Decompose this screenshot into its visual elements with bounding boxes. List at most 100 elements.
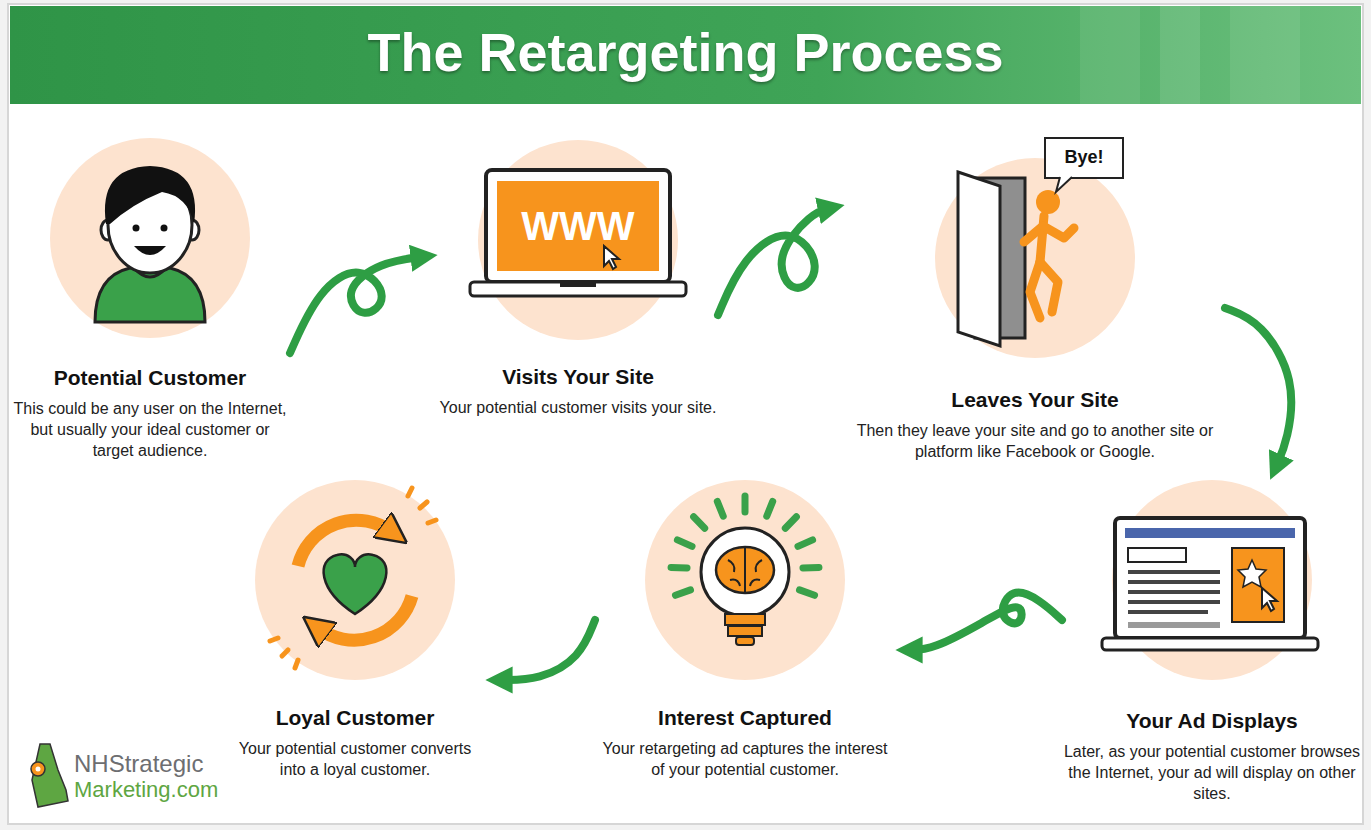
- laptop-icon: [470, 140, 686, 340]
- laptop-icon-part: [478, 140, 678, 340]
- speech-bubble-text: Bye!: [1045, 147, 1123, 168]
- loyalty-cycle-icon-part: [255, 480, 455, 680]
- light-ray: [742, 496, 749, 512]
- loyalty-cycle-icon-part-part: [295, 660, 298, 668]
- loyalty-cycle-icon-part-part: [408, 488, 412, 496]
- process-step: Loyal CustomerYour potential customer co…: [225, 480, 485, 780]
- exit-door-icon-part: [1036, 190, 1060, 214]
- curly-arrow: [1225, 308, 1291, 467]
- exit-door-icon-part-part: [1043, 226, 1074, 238]
- person-icon-part: [161, 225, 168, 232]
- ad-laptop-icon-part: [1262, 588, 1277, 611]
- ad-laptop-icon: [1102, 480, 1318, 680]
- step-heading: Visits Your Site: [438, 364, 718, 389]
- exit-door-icon-part: [1024, 216, 1074, 318]
- light-ray: [671, 564, 687, 572]
- laptop-icon-part: [486, 170, 670, 282]
- exit-door-icon-part: [935, 158, 1135, 358]
- loyalty-cycle-icon-part-part: [282, 650, 288, 656]
- curly-arrow: [290, 257, 424, 353]
- ad-laptop-icon-part: [1238, 560, 1266, 587]
- light-ray: [677, 540, 692, 547]
- step-description: Then they leave your site and go to anot…: [845, 420, 1225, 462]
- step-description: Later, as your potential customer browse…: [1062, 741, 1362, 804]
- company-logo-part: [36, 767, 41, 772]
- person-icon-part: [133, 225, 140, 232]
- loyalty-cycle-icon: [255, 480, 455, 680]
- step-heading: Your Ad Displays: [1062, 708, 1362, 733]
- ad-laptop-icon-part: [1128, 580, 1220, 584]
- person-icon-part: [95, 268, 205, 322]
- ad-laptop-icon-part: [1128, 622, 1220, 628]
- ad-laptop-icon-part: [1128, 590, 1220, 594]
- exit-door-icon-part: [958, 172, 1000, 346]
- step-heading: Potential Customer: [10, 365, 290, 390]
- exit-door-icon-part: [1045, 138, 1123, 178]
- exit-door-icon-part-part: [1030, 262, 1040, 318]
- step-heading: Interest Captured: [595, 705, 895, 730]
- laptop-icon-part: [497, 181, 659, 271]
- title-banner-part: [1230, 6, 1300, 104]
- loyalty-cycle-icon-part: [270, 488, 436, 668]
- light-ray: [800, 590, 815, 595]
- process-step: Visits Your SiteYour potential customer …: [438, 140, 718, 418]
- diagram-title: The Retargeting Process: [0, 20, 1371, 84]
- ad-laptop-icon-part: [1128, 610, 1208, 614]
- light-ray: [803, 564, 819, 572]
- laptop-icon-part: [560, 282, 596, 287]
- logo-text: Marketing.com: [74, 777, 218, 802]
- laptop-icon-part: [470, 282, 686, 296]
- light-ray: [767, 501, 773, 516]
- person-icon-part: [134, 246, 166, 255]
- card-part: [8, 4, 1363, 824]
- step-description: Your potential customer visits your site…: [438, 397, 718, 418]
- curly-arrow: [499, 620, 595, 680]
- ad-laptop-icon-part: [1128, 548, 1186, 562]
- light-ray: [798, 540, 813, 547]
- light-ray: [785, 517, 796, 529]
- company-logo-part: [31, 762, 45, 776]
- lightbulb-icon-part: [736, 637, 754, 645]
- step-description: This could be any user on the Internet, …: [10, 398, 290, 461]
- lightbulb-icon-part: [728, 548, 762, 592]
- title-banner-part: [1080, 6, 1140, 104]
- step-description: Your potential customer converts into a …: [225, 738, 485, 780]
- ad-laptop-icon-part: [1128, 600, 1220, 604]
- company-logo-part: [32, 744, 68, 807]
- loyalty-cycle-icon-part-part: [420, 502, 427, 508]
- step-heading: Loyal Customer: [225, 705, 485, 730]
- exit-door-icon: [935, 138, 1135, 358]
- person-icon-part: [50, 138, 250, 338]
- step-heading: Leaves Your Site: [845, 387, 1225, 412]
- ad-laptop-icon-part: [1232, 548, 1284, 622]
- process-step: Leaves Your SiteThen they leave your sit…: [845, 158, 1225, 462]
- screen-text: WWW: [497, 203, 659, 249]
- process-step: Your Ad DisplaysLater, as your potential…: [1062, 480, 1362, 804]
- lightbulb-icon-part: [725, 614, 765, 625]
- curly-arrow: [718, 208, 831, 315]
- lightbulb-icon: [645, 480, 845, 680]
- ad-laptop-icon-part: [1102, 638, 1318, 650]
- lightbulb-icon-part: [701, 528, 789, 616]
- exit-door-icon-part-part: [1040, 262, 1058, 312]
- ad-laptop-icon-part: [1128, 570, 1220, 574]
- logo-text: NHStrategic: [74, 750, 203, 778]
- process-step: Potential CustomerThis could be any user…: [10, 138, 290, 461]
- laptop-icon-part: [604, 246, 619, 269]
- lightbulb-icon-part: [645, 480, 845, 680]
- process-step: Interest CapturedYour retargeting ad cap…: [595, 480, 895, 780]
- lightbulb-icon-part: [716, 547, 774, 593]
- light-ray: [675, 590, 690, 595]
- person-icon-part: [105, 166, 195, 224]
- title-banner-part: [1160, 6, 1200, 104]
- ad-laptop-icon-part: [1125, 528, 1295, 538]
- curly-arrow: [909, 593, 1062, 650]
- lightbulb-icon-part: [728, 626, 762, 636]
- light-ray: [694, 517, 705, 529]
- ad-laptop-icon-part: [1115, 518, 1305, 638]
- exit-door-icon-part: [1056, 177, 1072, 192]
- step-description: Your retargeting ad captures the interes…: [595, 738, 895, 780]
- loyalty-cycle-icon-part-part: [270, 638, 278, 641]
- light-ray: [717, 501, 723, 516]
